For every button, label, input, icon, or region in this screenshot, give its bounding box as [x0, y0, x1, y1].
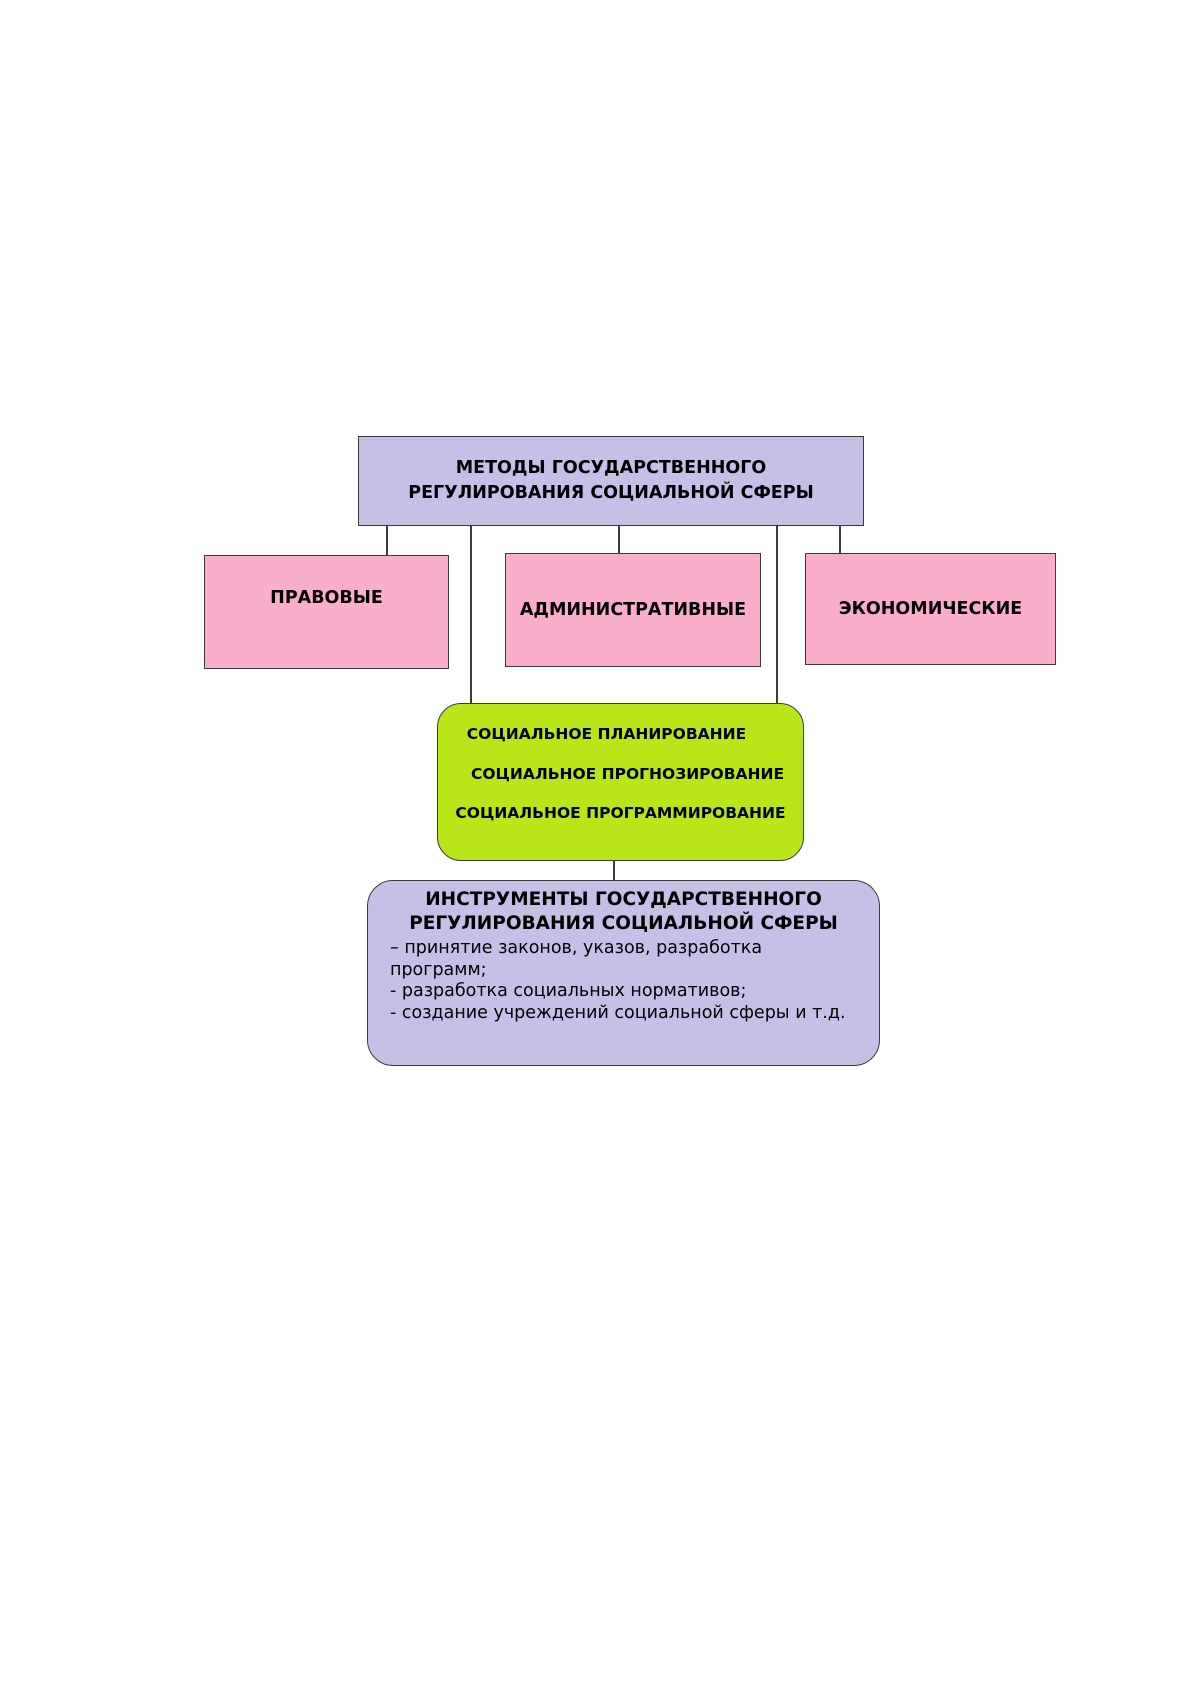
method-box-administrative: АДМИНИСТРАТИВНЫЕ	[505, 553, 761, 667]
method-label-administrative: АДМИНИСТРАТИВНЫЕ	[519, 600, 747, 620]
planning-item-forecasting: СОЦИАЛЬНОЕ ПРОГНОЗИРОВАНИЕ	[470, 765, 785, 783]
connector-title-admin	[618, 526, 620, 553]
instruments-box: ИНСТРУМЕНТЫ ГОСУДАРСТВЕННОГО РЕГУЛИРОВАН…	[367, 880, 880, 1066]
connector-title-planning-right	[776, 526, 778, 706]
connector-title-pravovye	[386, 526, 388, 555]
connector-planning-instruments	[613, 861, 615, 880]
connector-title-planning-left	[470, 526, 472, 703]
method-box-economic: ЭКОНОМИЧЕСКИЕ	[805, 553, 1056, 665]
planning-item-planning: СОЦИАЛЬНОЕ ПЛАНИРОВАНИЕ	[466, 725, 747, 743]
planning-box: СОЦИАЛЬНОЕ ПЛАНИРОВАНИЕ СОЦИАЛЬНОЕ ПРОГН…	[437, 703, 804, 861]
planning-item-programming: СОЦИАЛЬНОЕ ПРОГРАММИРОВАНИЕ	[455, 804, 786, 822]
methods-title-line-1: МЕТОДЫ ГОСУДАРСТВЕННОГО	[455, 458, 767, 478]
instruments-title: ИНСТРУМЕНТЫ ГОСУДАРСТВЕННОГО РЕГУЛИРОВАН…	[368, 888, 879, 936]
methods-title-line-2: РЕГУЛИРОВАНИЯ СОЦИАЛЬНОЙ СФЕРЫ	[408, 483, 814, 503]
instruments-list: – принятие законов, указов, разработка п…	[390, 938, 846, 1023]
methods-title-box: МЕТОДЫ ГОСУДАРСТВЕННОГО РЕГУЛИРОВАНИЯ СО…	[358, 436, 864, 526]
instruments-title-line-1: ИНСТРУМЕНТЫ ГОСУДАРСТВЕННОГО	[425, 889, 822, 910]
method-label-legal: ПРАВОВЫЕ	[270, 588, 383, 608]
method-box-legal: ПРАВОВЫЕ	[204, 555, 449, 669]
instruments-title-line-2: РЕГУЛИРОВАНИЯ СОЦИАЛЬНОЙ СФЕРЫ	[409, 913, 838, 934]
method-label-economic: ЭКОНОМИЧЕСКИЕ	[838, 599, 1023, 619]
connector-title-econ	[839, 526, 841, 553]
